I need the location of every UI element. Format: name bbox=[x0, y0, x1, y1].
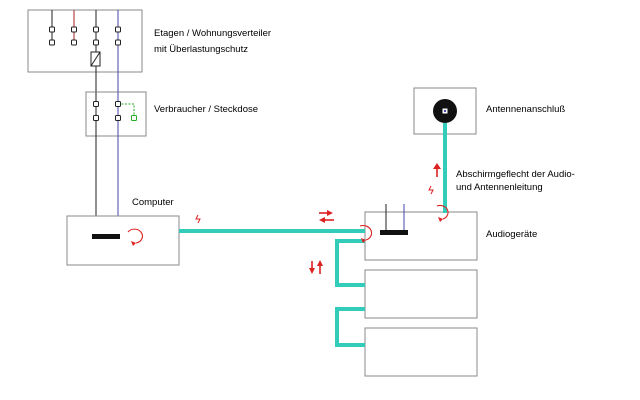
computer-label: Computer bbox=[132, 197, 174, 208]
socket-wires bbox=[93, 92, 137, 236]
distribution-board-wires bbox=[51, 10, 119, 92]
arrow-icon bbox=[319, 210, 334, 223]
current-loop-icon bbox=[359, 225, 373, 243]
distribution-board-box bbox=[27, 9, 143, 73]
interference-icon bbox=[428, 185, 434, 195]
interference-icon bbox=[195, 214, 201, 224]
audio-device-3-box bbox=[364, 327, 478, 377]
audio-devices-label: Audiogeräte bbox=[486, 229, 538, 240]
shield-label: Abschirmgeflecht der Audio- bbox=[456, 169, 575, 180]
socket-label: Verbraucher / Steckdose bbox=[154, 104, 259, 115]
audio-link-cable-1 bbox=[335, 239, 365, 287]
socket-box bbox=[85, 91, 147, 137]
computer-box bbox=[66, 215, 180, 266]
audio-device-1-box bbox=[364, 211, 478, 261]
audio-link-cable-2 bbox=[335, 307, 365, 347]
distribution-board-sublabel: mit Überlastungschutz bbox=[154, 44, 248, 55]
arrow-icon bbox=[433, 163, 441, 177]
shield-sublabel: und Antennenleitung bbox=[456, 182, 543, 193]
antenna-label: Antennenanschluß bbox=[486, 104, 566, 115]
current-loop-icon bbox=[436, 204, 449, 222]
audio-device-wires bbox=[380, 204, 408, 235]
arrow-icon bbox=[309, 260, 323, 274]
distribution-board-terminals bbox=[49, 26, 121, 46]
computer-connector bbox=[92, 234, 120, 239]
audio-device-2-box bbox=[364, 269, 478, 319]
distribution-board-label: Etagen / Wohnungsverteiler bbox=[154, 28, 272, 39]
current-loop-icon bbox=[127, 228, 144, 246]
shield-cables bbox=[179, 123, 447, 347]
